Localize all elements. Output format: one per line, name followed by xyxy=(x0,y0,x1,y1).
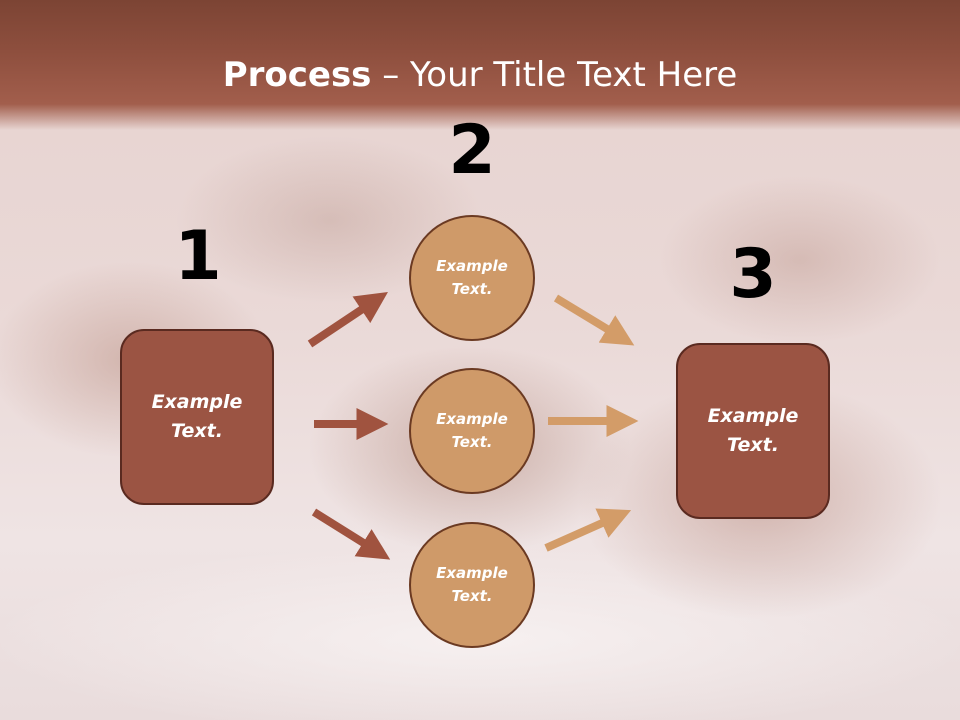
circle-top[interactable]: Example Text. xyxy=(409,215,535,341)
arrow-1-to-top xyxy=(307,292,388,348)
title-bold-part: Process xyxy=(222,55,372,95)
step-number-1: 1 xyxy=(174,217,222,296)
step-1-text: Example Text. xyxy=(151,391,243,442)
step-3-text: Example Text. xyxy=(707,405,799,456)
title-rest-part: – Your Title Text Here xyxy=(371,55,738,95)
circle-bottom-text: Example Text. xyxy=(436,564,508,605)
circle-bottom[interactable]: Example Text. xyxy=(409,522,535,648)
step-3-box[interactable]: Example Text. xyxy=(676,343,830,519)
arrow-bottom-to-3 xyxy=(544,508,632,552)
circle-middle-text: Example Text. xyxy=(436,410,508,451)
arrow-top-to-3 xyxy=(553,294,635,346)
step-1-box[interactable]: Example Text. xyxy=(120,329,274,505)
circle-middle[interactable]: Example Text. xyxy=(409,368,535,494)
arrow-1-to-bottom xyxy=(311,508,391,560)
step-number-3: 3 xyxy=(729,235,777,314)
circle-top-text: Example Text. xyxy=(436,257,508,298)
step-number-2: 2 xyxy=(448,111,496,190)
title-banner xyxy=(0,0,960,130)
slide-title: Process – Your Title Text Here xyxy=(0,54,960,96)
